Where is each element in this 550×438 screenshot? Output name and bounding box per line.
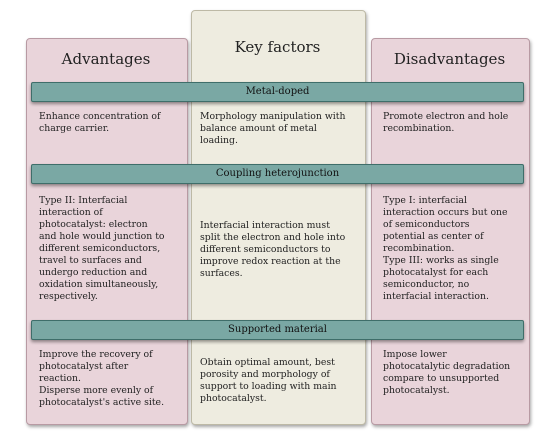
disadvantages-header: Disadvantages [393,50,506,68]
band-metal-doped: Metal-doped [31,82,524,102]
cell-key-factor-coupling-heterojunction: Interfacial interaction must split the e… [200,220,346,279]
advantages-header: Advantages [61,50,151,68]
cell-disadvantage-supported-material: Impose lower photocatalytic degradation … [383,349,511,396]
band-coupling-heterojunction: Coupling heterojunction [31,164,524,184]
cell-advantage-supported-material: Improve the recovery of photocatalyst af… [39,349,165,408]
cell-advantage-coupling-heterojunction: Type II: Interfacial interaction of phot… [39,195,165,302]
cell-key-factor-supported-material: Obtain optimal amount, best porosity and… [200,357,337,404]
key-factors-header: Key factors [234,38,321,56]
cell-advantage-metal-doped: Enhance concentration of charge carrier. [39,111,161,134]
disadvantages-column [371,38,530,425]
key-factors-column [191,10,366,425]
band-supported-material: Supported material [31,320,524,340]
cell-disadvantage-metal-doped: Promote electron and hole recombination. [383,111,509,134]
cell-key-factor-metal-doped: Morphology manipulation with balance amo… [200,111,346,146]
advantages-column [26,38,188,425]
cell-disadvantage-coupling-heterojunction: Type I: interfacial interaction occurs b… [383,195,508,302]
